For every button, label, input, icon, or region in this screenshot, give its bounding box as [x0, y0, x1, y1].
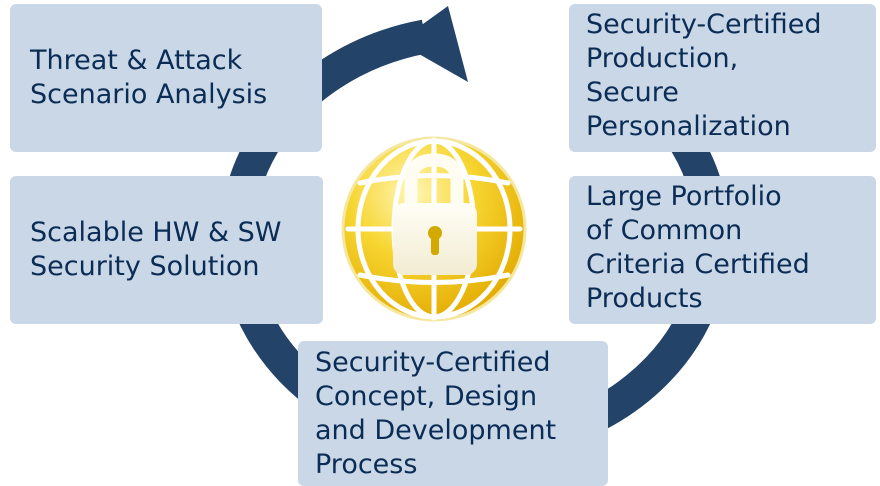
step-certified-production: Security-Certified Production, Secure Pe…: [569, 4, 876, 152]
step-scalable-security-solution: Scalable HW & SW Security Solution: [10, 176, 323, 324]
step-certified-concept-design: Security-Certified Concept, Design and D…: [298, 341, 608, 486]
lock-globe-icon: [341, 136, 527, 322]
step-threat-attack-analysis: Threat & Attack Scenario Analysis: [10, 4, 322, 152]
step-certified-products-portfolio: Large Portfolio of Common Criteria Certi…: [569, 176, 876, 324]
arrow-head-icon: [398, 6, 468, 82]
padlock-icon: [393, 153, 477, 275]
